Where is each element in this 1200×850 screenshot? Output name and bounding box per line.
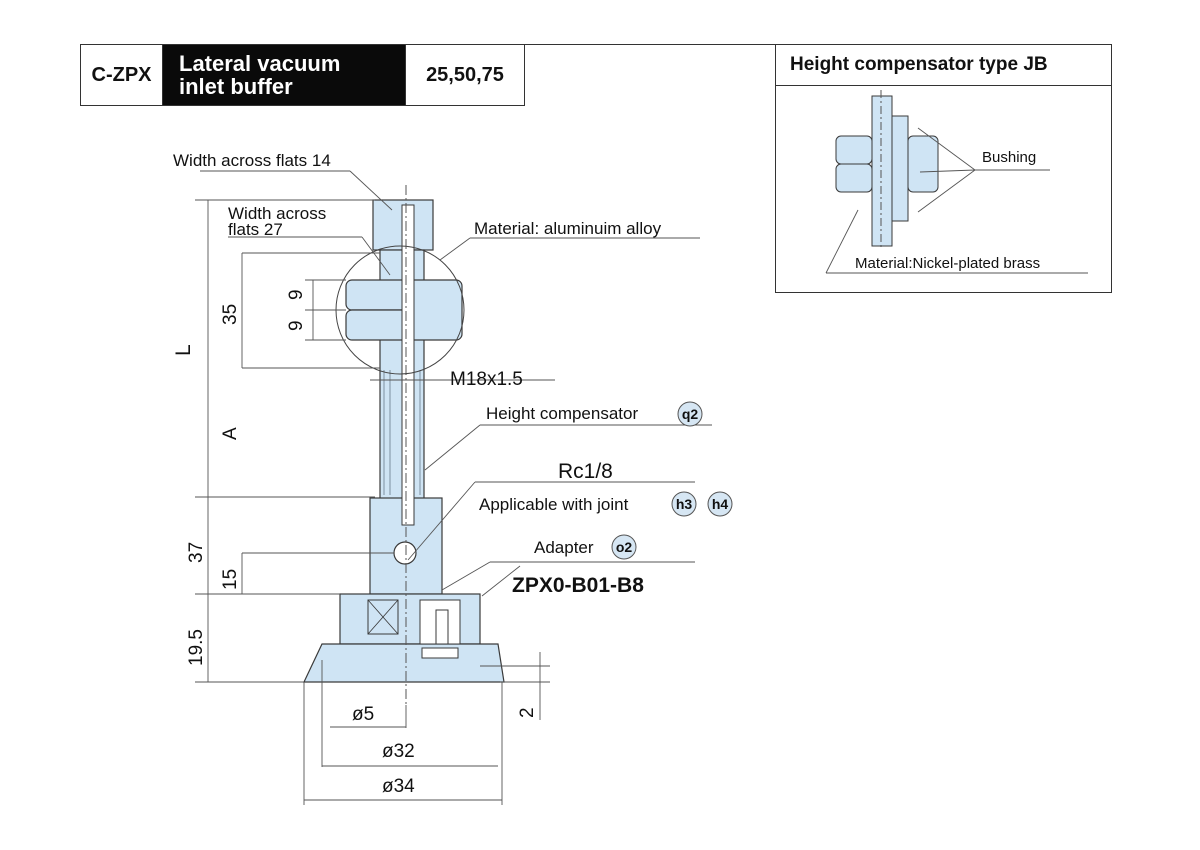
tag-o2-badge <box>611 534 637 560</box>
dim-2: 2 <box>517 707 538 718</box>
dim-phi34: ø34 <box>382 776 415 797</box>
joint-base <box>421 647 459 659</box>
dim-9a: 9 <box>286 289 307 300</box>
width-flats-27-label-2: flats 27 <box>228 220 283 239</box>
height-compensator-inset: Height compensator type JB <box>775 44 1112 293</box>
adapter-label: Adapter <box>534 538 594 557</box>
port-label: Rc1/8 <box>558 460 613 483</box>
hex-nut-lower <box>345 309 409 341</box>
inset-nut-upper <box>835 135 873 165</box>
header-rule <box>80 44 1110 45</box>
dim-35: 35 <box>220 304 241 325</box>
dim-phi32: ø32 <box>382 741 415 762</box>
material-label: Material: aluminuim alloy <box>474 219 662 238</box>
width-flats-14-label: Width across flats 14 <box>173 151 331 170</box>
tag-q2-badge <box>677 401 703 427</box>
inset-title: Height compensator type JB <box>776 45 1111 86</box>
hex-nut-right <box>407 279 463 341</box>
inset-nut-right <box>907 135 939 193</box>
adapter-model: ZPX0-B01-B8 <box>512 574 644 597</box>
vacuum-channel <box>401 204 415 526</box>
product-title: Lateral vacuum inlet buffer <box>162 44 406 106</box>
tag-q2: q2 <box>682 406 699 422</box>
inset-shaft <box>871 95 893 247</box>
inset-nut-lower <box>835 163 873 193</box>
dim-15: 15 <box>220 569 241 590</box>
dim-phi5: ø5 <box>352 704 374 725</box>
port-square <box>367 599 399 635</box>
suction-pad <box>303 643 505 683</box>
dim-19-5: 19.5 <box>186 629 207 666</box>
hex-nut-upper <box>345 279 409 311</box>
leader-lines <box>200 170 712 597</box>
joint-stem <box>435 609 449 645</box>
dim-A: A <box>220 427 241 440</box>
inset-drawing: Bushing Material:Nickel-plated brass <box>825 90 1088 274</box>
product-title-line2: inlet buffer <box>179 74 293 99</box>
inset-bushing <box>891 115 909 222</box>
width-flats-27-label-1: Width across <box>228 204 326 223</box>
joint-label: Applicable with joint <box>479 495 629 514</box>
dim-9b: 9 <box>286 320 307 331</box>
height-compensator-label: Height compensator <box>486 404 638 423</box>
tag-h3-badge <box>671 491 697 517</box>
dim-L: L <box>172 344 195 356</box>
port-circle <box>393 541 417 565</box>
tag-h3: h3 <box>676 496 693 512</box>
tag-h4-badge <box>707 491 733 517</box>
bushing-label: Bushing <box>982 149 1036 166</box>
tag-h4: h4 <box>712 496 729 512</box>
tag-o2: o2 <box>616 539 633 555</box>
size-options: 25,50,75 <box>405 44 525 106</box>
dim-37: 37 <box>186 542 207 563</box>
dimension-lines <box>195 199 555 805</box>
product-title-line1: Lateral vacuum <box>179 51 341 76</box>
thread-label: M18x1.5 <box>450 369 523 390</box>
inset-material-label: Material:Nickel-plated brass <box>855 255 1040 272</box>
